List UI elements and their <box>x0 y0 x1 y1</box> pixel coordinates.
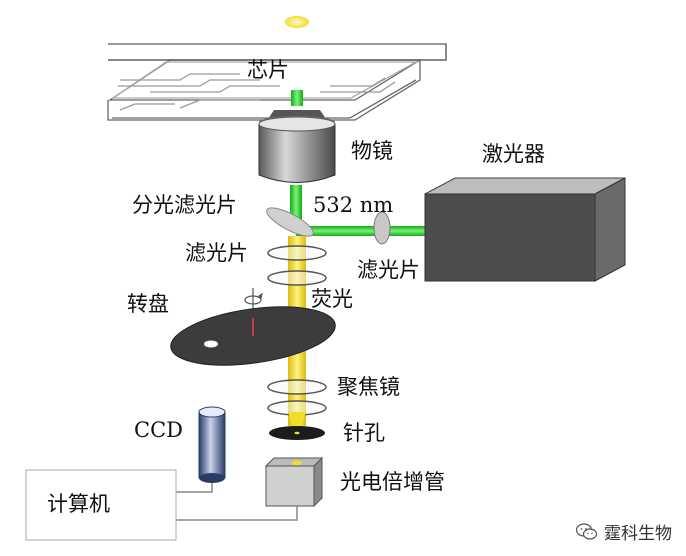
label-turntable: 转盘 <box>127 292 169 316</box>
label-pmt: 光电倍增管 <box>340 470 445 494</box>
dichroic-splitter <box>266 207 314 237</box>
filter-ring-upper <box>267 245 327 261</box>
computer-panel <box>25 469 177 541</box>
label-objective: 物镜 <box>351 139 393 163</box>
label-laser: 激光器 <box>482 142 545 166</box>
label-computer: 计算机 <box>47 492 110 516</box>
laser-filter-disc <box>373 211 391 245</box>
ccd-camera <box>198 406 226 483</box>
light-source-spot <box>285 16 309 28</box>
objective-lens <box>258 110 336 183</box>
focusing-lens <box>267 379 327 416</box>
filter-ring-lower <box>267 270 327 286</box>
chip <box>107 59 423 121</box>
label-chip: 芯片 <box>247 58 289 82</box>
label-ccd: CCD <box>134 418 183 442</box>
rotation-arrow-icon <box>244 288 263 312</box>
watermark-text: 霆科生物 <box>604 524 672 544</box>
laser-device <box>424 177 626 282</box>
laser-beam-horizontal <box>296 226 446 236</box>
label-filter-laser: 滤光片 <box>357 258 420 282</box>
wechat-icon <box>576 522 598 540</box>
label-focusing-lens: 聚焦镜 <box>337 375 400 399</box>
turntable-disk <box>170 306 336 366</box>
laser-focus-spot <box>291 90 303 106</box>
label-wavelength: 532 nm <box>313 193 394 217</box>
watermark: 霆科生物 <box>576 519 672 544</box>
focused-beam <box>288 412 306 432</box>
data-cables <box>176 483 298 521</box>
label-pinhole: 针孔 <box>343 421 385 445</box>
pmt-device <box>264 456 324 508</box>
label-fluorescence: 荧光 <box>311 287 353 311</box>
label-dichroic: 分光滤光片 <box>132 193 237 217</box>
label-filter-upper: 滤光片 <box>185 241 248 265</box>
